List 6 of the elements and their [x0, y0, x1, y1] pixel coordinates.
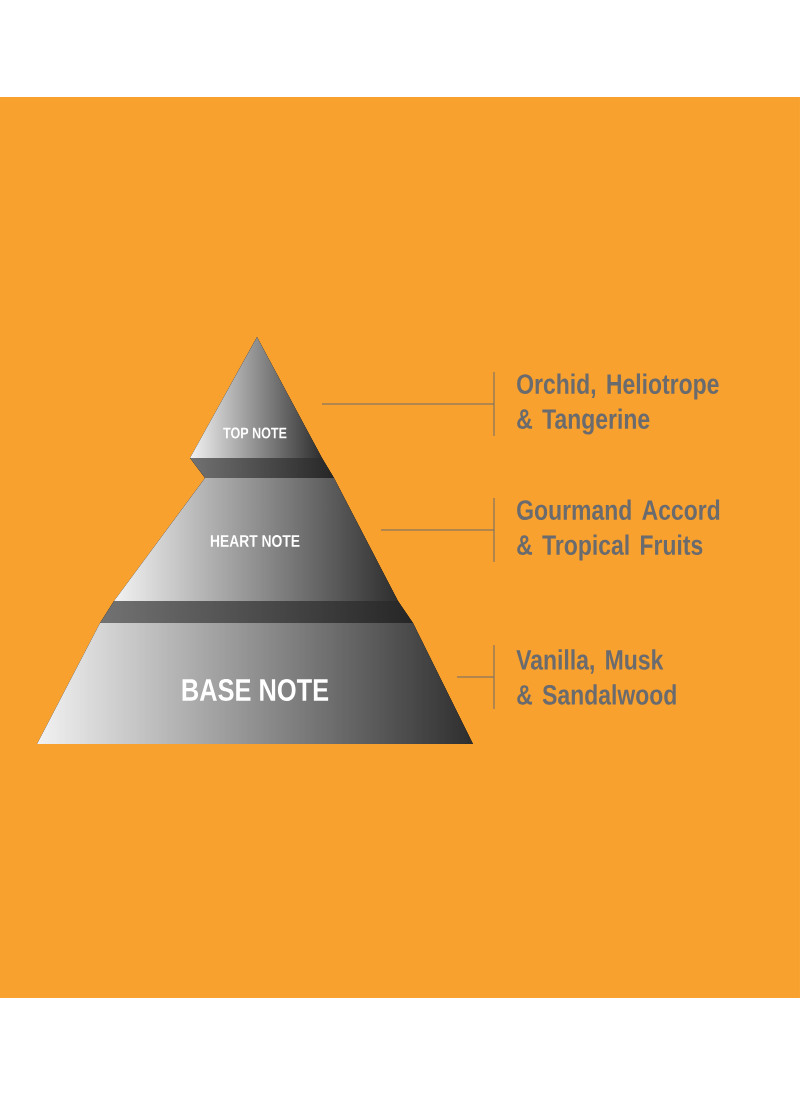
leader-line [380, 529, 495, 531]
note-description: Orchid, Heliotrope & Tangerine [493, 371, 719, 437]
note-description: Vanilla, Musk & Sandalwood [493, 644, 676, 710]
leader-line [321, 403, 495, 405]
note-description: Gourmand Accord & Tropical Fruits [493, 497, 720, 563]
leader-line [456, 676, 495, 678]
